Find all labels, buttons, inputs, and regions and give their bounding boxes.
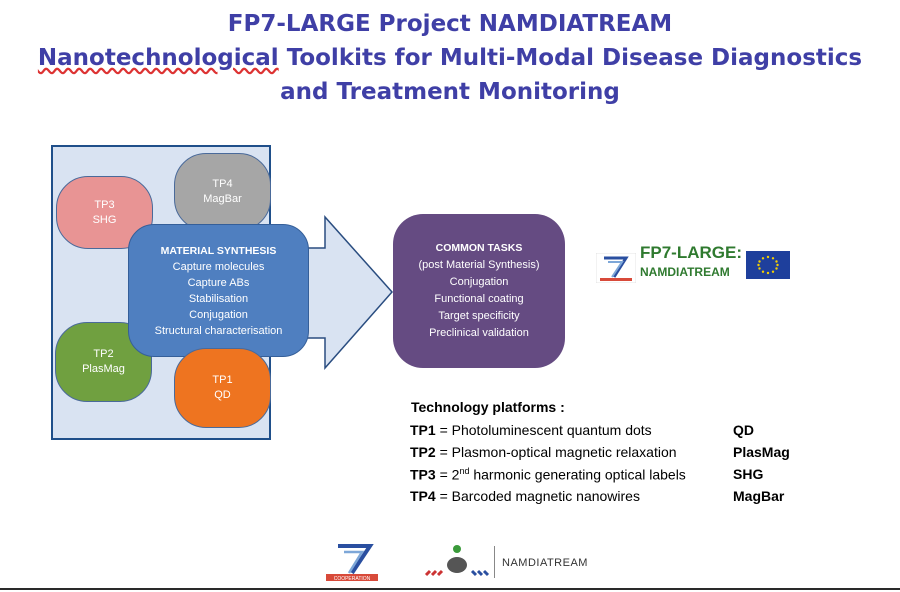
material-item: Stabilisation <box>188 292 249 305</box>
tp-abbr: QD <box>733 422 754 438</box>
tp-abbr: MagBar <box>733 488 785 504</box>
tp2-sub: PlasMag <box>82 363 125 375</box>
tp-desc: harmonic generating optical labels <box>469 466 686 483</box>
common-task-item: Conjugation <box>449 276 509 288</box>
material-item: Structural characterisation <box>154 324 283 337</box>
fp7-cooperation-logo: COOPERATION <box>326 544 378 582</box>
bottom-rule <box>0 588 900 590</box>
fp7-badge-line1: FP7-LARGE: <box>640 243 742 262</box>
eu-flag-icon <box>746 251 790 279</box>
tp-row: TP4 = Barcoded magnetic nanowires <box>410 488 640 504</box>
tp1-label: TP1 <box>212 374 233 386</box>
common-tasks-heading: COMMON TASKS <box>435 242 523 254</box>
tp-desc-sup: nd <box>459 466 470 476</box>
tp-desc: = Barcoded magnetic nanowires <box>435 488 640 504</box>
technology-platforms-heading: Technology platforms : <box>411 399 565 415</box>
common-task-item: (post Material Synthesis) <box>418 259 540 271</box>
common-task-item: Target specificity <box>438 310 520 322</box>
common-task-item: Functional coating <box>434 293 524 305</box>
tp-row: TP3 = 2nd harmonic generating optical la… <box>410 466 686 483</box>
title-misspelled-word: Nanotechnological <box>37 45 279 71</box>
material-item: Capture molecules <box>172 260 265 273</box>
tp-desc: = 2 <box>435 466 460 483</box>
tp4-sub: MagBar <box>203 193 242 205</box>
tp-row: TP1 = Photoluminescent quantum dots <box>410 422 652 438</box>
tp3-label: TP3 <box>94 198 115 211</box>
material-item: Capture ABs <box>187 276 250 289</box>
fp7-badge-line2: NAMDIATREAM <box>640 265 730 279</box>
tp-code: TP3 <box>410 466 436 483</box>
common-task-item: Preclinical validation <box>429 327 529 339</box>
tp2-label: TP2 <box>93 348 114 360</box>
fp7-cooperation-logo-small <box>596 253 636 283</box>
title-line-2: Nanotechnological Toolkits for Multi-Mod… <box>0 42 900 74</box>
tp-abbr: SHG <box>733 466 764 482</box>
tp1-blob: TP1 QD <box>174 348 271 428</box>
tp3-sub: SHG <box>92 213 117 226</box>
tp-desc: = Photoluminescent quantum dots <box>435 422 652 438</box>
tp4-blob: TP4 MagBar <box>174 153 271 231</box>
title-line-2-rest: Toolkits for Multi-Modal Disease Diagnos… <box>278 45 863 71</box>
tp-desc: = Plasmon-optical magnetic relaxation <box>435 444 677 460</box>
tp-code: TP2 <box>410 444 436 460</box>
footer-namdiatream-label: NAMDIATREAM <box>502 557 588 569</box>
tp-row: TP2 = Plasmon-optical magnetic relaxatio… <box>410 444 677 460</box>
fp7-badge: FP7-LARGE: NAMDIATREAM <box>640 243 742 281</box>
material-item: Conjugation <box>189 308 248 321</box>
tp1-sub: QD <box>214 389 231 401</box>
title-line-3: and Treatment Monitoring <box>280 79 620 105</box>
tp4-label: TP4 <box>212 178 233 190</box>
namdiatream-logo <box>424 545 490 577</box>
title-line-1: FP7-LARGE Project NAMDIATREAM <box>227 11 673 37</box>
tp-code: TP1 <box>410 422 436 438</box>
material-synthesis-heading: MATERIAL SYNTHESIS <box>160 244 277 257</box>
tp-abbr: PlasMag <box>733 444 790 460</box>
footer-divider <box>494 546 495 578</box>
tp-code: TP4 <box>410 488 436 504</box>
common-tasks-box: COMMON TASKS (post Material Synthesis) C… <box>393 214 565 368</box>
material-synthesis-box: MATERIAL SYNTHESIS Capture molecules Cap… <box>128 224 309 357</box>
cooperation-text: COOPERATION <box>334 576 371 582</box>
